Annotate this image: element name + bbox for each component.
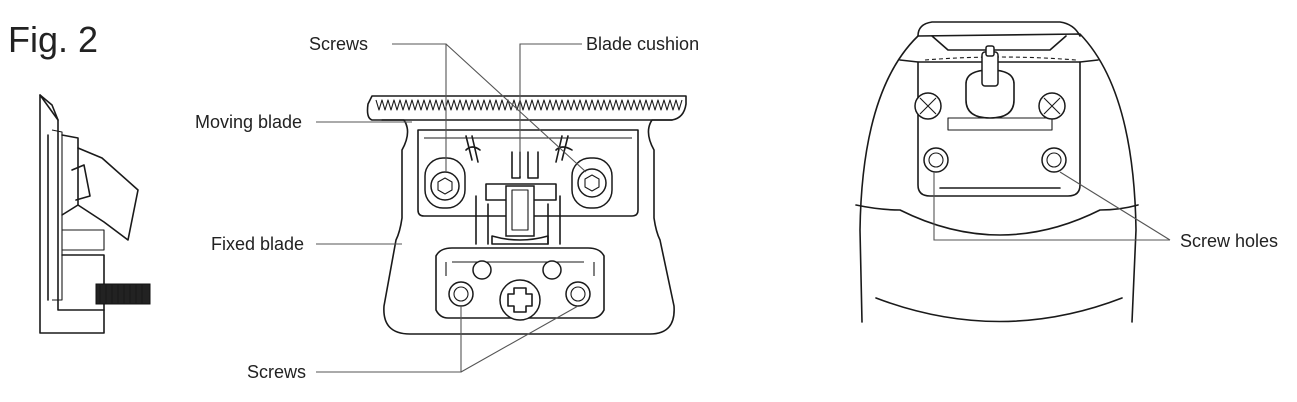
screw-hole-left xyxy=(923,147,949,173)
label-blade-cushion: Blade cushion xyxy=(586,34,699,54)
label-screws-bottom: Screws xyxy=(247,362,306,382)
label-screw-holes: Screw holes xyxy=(1180,231,1278,251)
side-view-drawing xyxy=(39,94,151,334)
moving-blade-screw-right xyxy=(577,168,607,198)
moving-blade-screw-left xyxy=(430,171,460,201)
label-screws-top: Screws xyxy=(309,34,368,54)
blade-teeth xyxy=(375,99,683,111)
fixed-blade-screw-right xyxy=(565,281,591,307)
label-moving-blade: Moving blade xyxy=(195,112,302,132)
blade-assembly-drawing xyxy=(366,95,687,335)
label-fixed-blade: Fixed blade xyxy=(211,234,304,254)
fixed-blade-screw-left xyxy=(448,281,474,307)
screw-hole-right xyxy=(1041,147,1067,173)
figure-title: Fig. 2 xyxy=(8,19,98,60)
leader-lines xyxy=(316,43,1171,373)
center-cross-screw xyxy=(499,279,541,321)
blade-teeth-path xyxy=(375,99,683,111)
clipper-head-drawing xyxy=(855,21,1139,323)
